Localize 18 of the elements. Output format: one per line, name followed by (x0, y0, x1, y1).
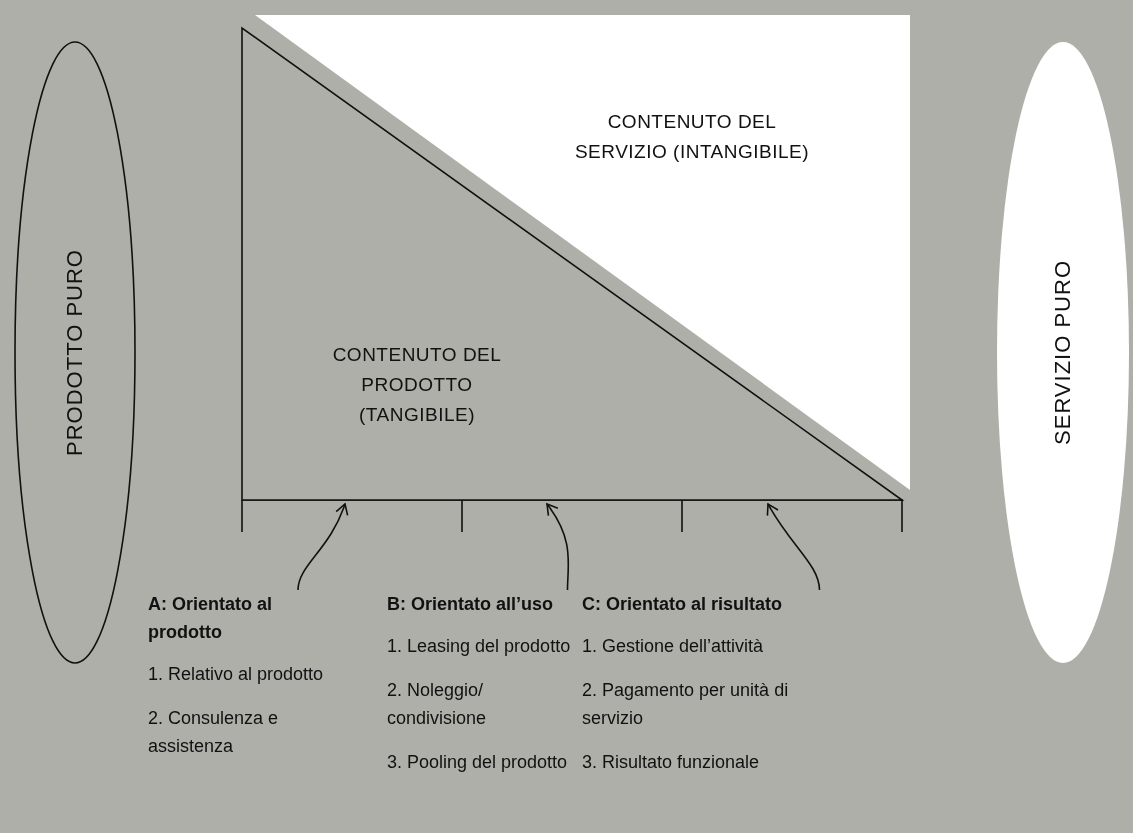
list-item: 3. Pooling del prodotto (387, 751, 569, 774)
vertical-label: SERVIZIO PURO (1050, 260, 1076, 445)
column-heading: B: Orientato all’uso (387, 593, 555, 616)
vertical-label: PRODOTTO PURO (62, 249, 88, 456)
list-item: 1. Relativo al prodotto (148, 663, 325, 686)
list-item: 2. Noleggio/ condivisione (387, 679, 488, 730)
list-item: 3. Risultato funzionale (582, 751, 761, 774)
curved-arrow (546, 503, 570, 591)
list-item: 1. Leasing del prodotto (387, 635, 572, 658)
column-heading: C: Orientato al risultato (582, 593, 784, 616)
column-heading: A: Orientato al prodotto (148, 593, 273, 644)
list-item: 1. Gestione dell’attività (582, 635, 765, 658)
curved-arrow (766, 503, 821, 591)
list-item: 2. Pagamento per unità di servizio (582, 679, 790, 730)
list-item: 2. Consulenza e assistenza (148, 707, 280, 758)
region-label: CONTENUTO DEL PRODOTTO (TANGIBILE) (331, 343, 503, 427)
region-label: CONTENUTO DEL SERVIZIO (INTANGIBILE) (573, 110, 811, 164)
curved-arrow (297, 503, 348, 591)
